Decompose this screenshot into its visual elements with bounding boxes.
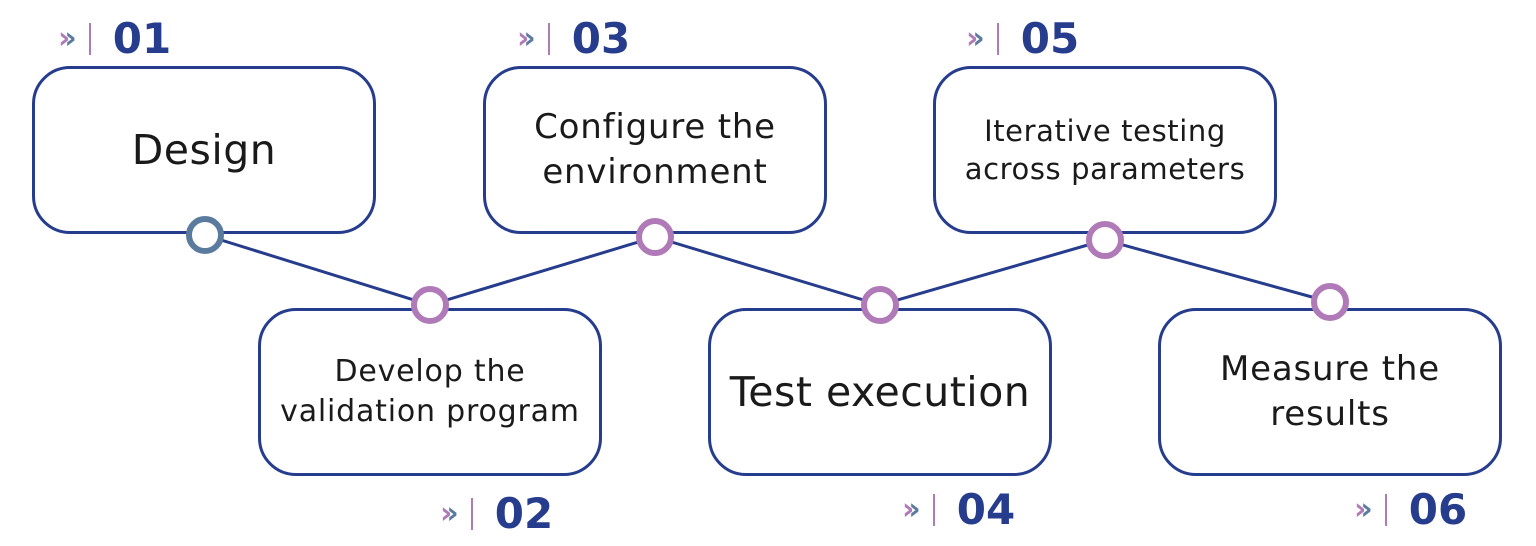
node-2 <box>411 286 449 324</box>
connector-3-4 <box>654 235 881 307</box>
connector-2-3 <box>429 235 656 307</box>
step-label-3: Configure the environment <box>534 107 776 192</box>
node-1 <box>186 216 224 254</box>
step-box-4: Test execution <box>708 308 1052 476</box>
separator <box>932 494 935 526</box>
step-label-6: Measure the results <box>1220 349 1440 434</box>
connector-1-2 <box>204 233 431 307</box>
step-number-label-4: ›› 04 <box>902 485 1015 535</box>
double-chevron-right-icon: ›› <box>1354 492 1373 527</box>
double-chevron-right-icon: ›› <box>966 21 985 56</box>
step-number-label-1: ›› 01 <box>58 14 171 64</box>
step-label-5: Iterative testing across parameters <box>964 113 1246 186</box>
step-box-6: Measure the results <box>1158 308 1502 476</box>
step-number-label-2: ›› 02 <box>440 489 553 539</box>
step-box-2: Develop the validation program <box>258 308 602 476</box>
step-number-3: 03 <box>571 14 631 63</box>
step-label-1: Design <box>131 125 277 174</box>
double-chevron-right-icon: ›› <box>58 21 77 56</box>
connector-5-6 <box>1104 238 1331 304</box>
double-chevron-right-icon: ›› <box>902 492 921 527</box>
double-chevron-right-icon: ›› <box>440 496 459 531</box>
node-5 <box>1086 221 1124 259</box>
separator <box>470 498 473 530</box>
separator <box>996 23 999 55</box>
node-3 <box>636 218 674 256</box>
step-number-label-5: ›› 05 <box>966 14 1079 64</box>
step-box-1: Design <box>32 66 376 234</box>
separator <box>547 23 550 55</box>
step-label-2: Develop the validation program <box>280 354 580 429</box>
double-chevron-right-icon: ›› <box>517 21 536 56</box>
step-label-4: Test execution <box>729 367 1031 416</box>
separator <box>1384 494 1387 526</box>
step-number-4: 04 <box>956 485 1016 534</box>
step-number-label-6: ›› 06 <box>1354 485 1467 535</box>
connector-4-5 <box>879 238 1106 307</box>
node-4 <box>861 286 899 324</box>
node-6 <box>1311 283 1349 321</box>
step-number-5: 05 <box>1020 14 1080 63</box>
step-number-6: 06 <box>1408 485 1468 534</box>
step-box-3: Configure the environment <box>483 66 827 234</box>
separator <box>88 23 91 55</box>
step-number-label-3: ›› 03 <box>517 14 630 64</box>
step-number-1: 01 <box>112 14 172 63</box>
step-number-2: 02 <box>494 489 554 538</box>
